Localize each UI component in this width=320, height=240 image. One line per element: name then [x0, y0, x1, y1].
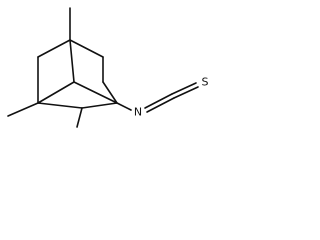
bond-n-c-lower	[146, 97, 175, 113]
molecule-structure-diagram: N S	[7, 7, 209, 128]
sulfur-label: S	[202, 76, 209, 89]
bonds	[7, 7, 199, 128]
bond-c-s-upper	[171, 82, 197, 95]
bond-center-right	[73, 81, 118, 104]
bond-top-center	[69, 39, 75, 83]
bond-top-right	[69, 39, 104, 58]
bond-center-left	[37, 81, 75, 104]
bond-left-methyl	[7, 102, 39, 117]
bond-c-s-lower	[173, 86, 199, 99]
nitrogen-label: N	[134, 106, 142, 119]
bond-right-lower	[102, 81, 118, 104]
bond-n-c-upper	[144, 93, 173, 109]
bond-left-lower	[37, 102, 83, 109]
bond-bottom-methyl	[76, 107, 83, 128]
bond-bottom-right	[81, 102, 118, 109]
bond-top-left	[37, 39, 71, 58]
bond-c-n	[116, 102, 132, 111]
